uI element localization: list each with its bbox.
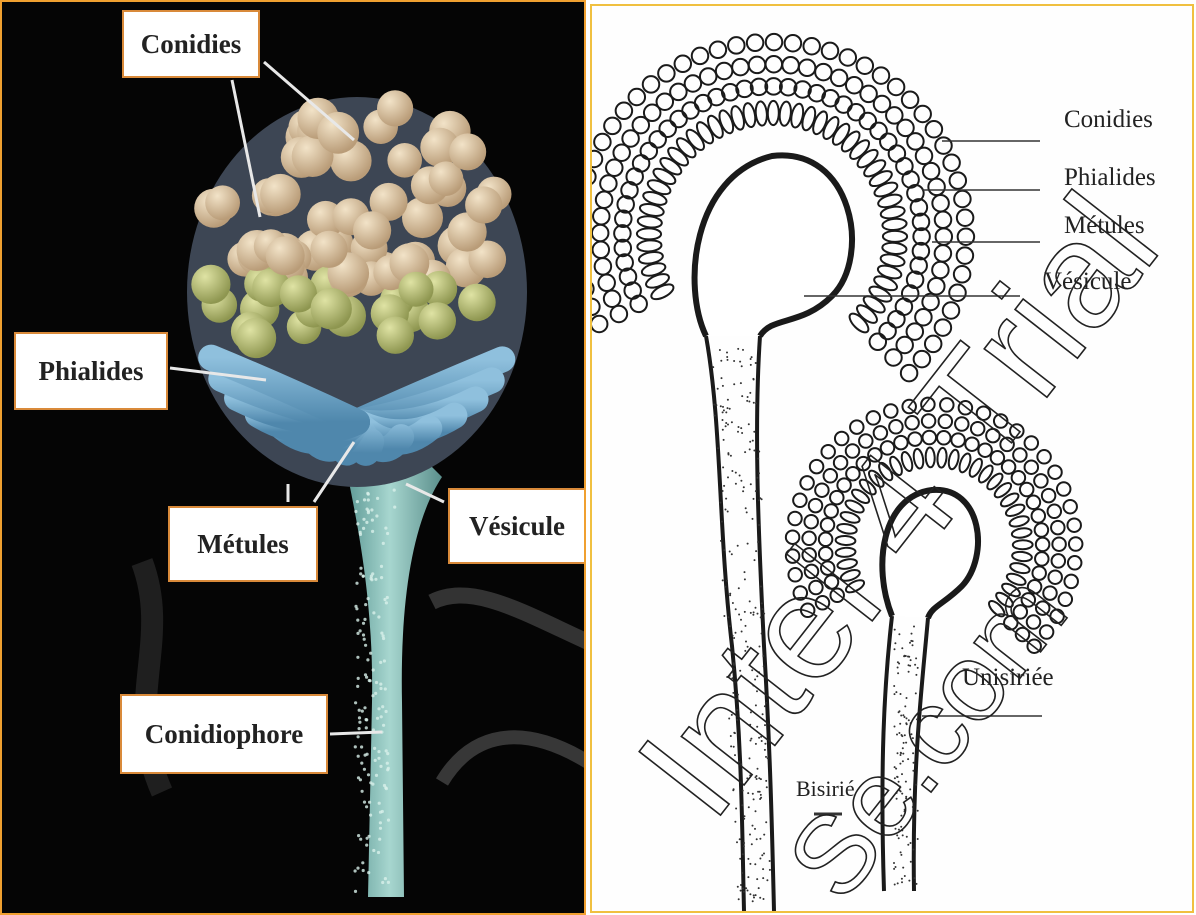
- sketch-label-vesicule: Vésicule: [1044, 268, 1131, 296]
- sketch-vesicle-large: [695, 155, 852, 336]
- label-conidiophore: Conidiophore: [120, 694, 328, 774]
- label-phialides: Phialides: [14, 332, 168, 410]
- micrograph-panel: Conidies Phialides Métules Vésicule Coni…: [0, 0, 586, 915]
- aspergillus-micrograph: [2, 2, 586, 915]
- sketch-label-phialides: Phialides: [1064, 164, 1156, 192]
- label-vesicule: Vésicule: [448, 488, 586, 564]
- sketch-label-unisiriee: Unisiriée: [962, 664, 1054, 692]
- aspergillus-sketch: Intel 4 Trial Se.com: [592, 6, 1194, 913]
- label-metules: Métules: [168, 506, 318, 582]
- label-conidies: Conidies: [122, 10, 260, 78]
- sketch-panel: Intel 4 Trial Se.com Conidies Phialides …: [590, 4, 1194, 913]
- sketch-label-bisiriee: Bisirié: [796, 776, 855, 802]
- sketch-label-conidies: Conidies: [1064, 106, 1153, 134]
- conidiophore-stalk: [347, 457, 442, 897]
- sketch-label-metules: Métules: [1064, 212, 1145, 240]
